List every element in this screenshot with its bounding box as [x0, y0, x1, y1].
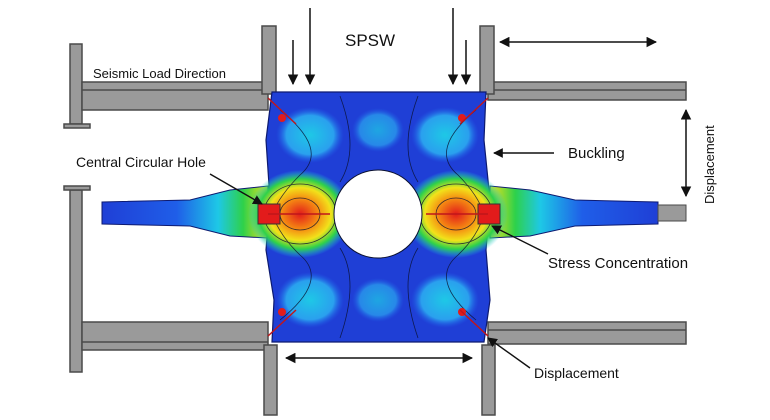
leader-arrows — [209, 148, 554, 369]
displacement-arrows — [284, 36, 692, 364]
left-column-bottom — [69, 189, 83, 373]
load-arrows — [287, 8, 472, 86]
inner-left-column-bottom — [263, 344, 278, 416]
strip-members — [101, 185, 687, 239]
right-strip — [489, 185, 659, 239]
buckling-label: Buckling — [568, 145, 625, 162]
left-column-cap — [63, 185, 91, 191]
bottom-left-beam — [81, 321, 269, 351]
stress-concentration-label: Stress Concentration — [548, 255, 688, 272]
seismic-load-direction-label: Seismic Load Direction — [93, 66, 226, 81]
pointer-arrow-icon — [487, 337, 531, 369]
top-left-beam — [81, 81, 269, 111]
left-column-top — [69, 43, 83, 125]
left-column-base — [63, 123, 91, 129]
displacement-bottom-label: Displacement — [534, 365, 619, 381]
central-circular-hole — [333, 169, 423, 259]
pointer-arrow-icon — [209, 173, 263, 205]
inner-right-column-bottom — [481, 344, 496, 416]
inner-right-column-top — [479, 25, 495, 95]
pointer-arrow-icon — [491, 225, 549, 255]
displacement-vertical-label: Displacement — [702, 125, 717, 204]
shear-wall-plate — [248, 91, 508, 343]
top-right-beam — [487, 81, 687, 101]
spsw-label: SPSW — [345, 31, 395, 50]
central-circular-hole-label: Central Circular Hole — [76, 154, 206, 170]
bottom-right-beam — [487, 321, 687, 345]
inner-left-column-top — [261, 25, 277, 95]
steel-frame — [63, 25, 687, 416]
